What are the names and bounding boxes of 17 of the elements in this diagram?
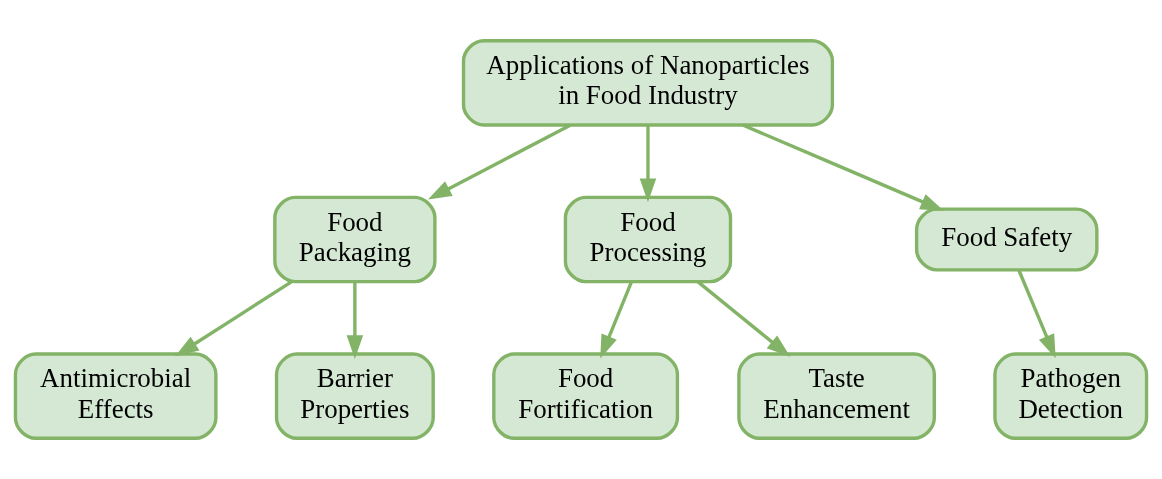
node-box: Barrier Properties: [274, 352, 435, 440]
node-box: Food Processing: [563, 195, 733, 284]
arrow: [346, 282, 364, 359]
arrow: [696, 280, 791, 357]
arrow: [428, 123, 571, 200]
node-box: Food Packaging: [273, 195, 437, 284]
node-box: Food Fortification: [492, 352, 680, 440]
arrow: [175, 280, 293, 357]
arrow: [639, 125, 657, 203]
node-box: Food Safety: [914, 207, 1099, 272]
node-box: Applications of Nanoparticles in Food Industry: [461, 39, 835, 127]
node-box: Taste Enhancement: [737, 352, 936, 440]
arrow: [1017, 269, 1056, 359]
arrow: [742, 123, 945, 211]
arrow: [600, 281, 633, 359]
node-box: Pathogen Detection: [993, 352, 1149, 440]
node-box: Antimicrobial Effects: [13, 352, 218, 440]
